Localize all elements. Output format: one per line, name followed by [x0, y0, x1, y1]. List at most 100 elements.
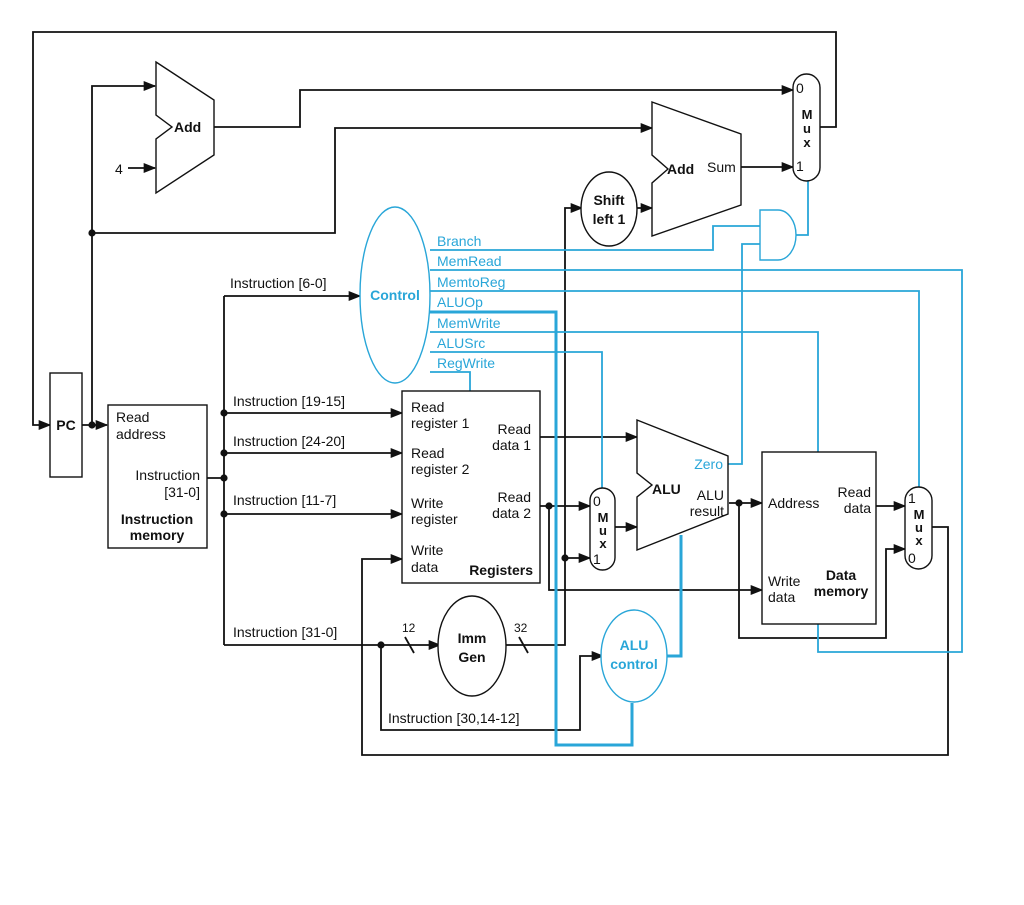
mux-mem-in1: 1	[908, 490, 916, 506]
reg-read-reg1-1: Read	[411, 399, 444, 415]
junctions	[88, 229, 743, 649]
control-label: Control	[370, 287, 420, 303]
junction-alu-result	[735, 499, 743, 507]
junction-read-data-2	[545, 502, 553, 510]
reg-write-data-1: Write	[411, 542, 444, 558]
mux-alu-letter-u: u	[599, 523, 607, 538]
imem-read-address-2: address	[116, 426, 166, 442]
ctl-wire-memtoreg	[430, 290, 920, 487]
alu-control-line2: control	[610, 656, 657, 672]
alu-control-unit: ALU control	[600, 609, 668, 703]
field-rd: Instruction [11-7]	[233, 492, 336, 508]
mux-alu-letter-x: x	[599, 536, 607, 551]
wire-read-data-2-to-dmem	[548, 506, 764, 596]
reg-read-data2-1: Read	[498, 489, 531, 505]
junction-immgen-in	[377, 641, 385, 649]
pc-label: PC	[56, 417, 75, 433]
mux-mem-in0: 0	[908, 550, 916, 566]
reg-read-data1-2: data 1	[492, 437, 531, 453]
alu-label: ALU	[652, 481, 681, 497]
immgen-line1: Imm	[458, 630, 487, 646]
ctl-wire-memread	[430, 269, 963, 653]
control-signal-labels: Branch MemRead MemtoReg ALUOp MemWrite A…	[437, 233, 505, 371]
mux-mem-letter-u: u	[915, 520, 923, 535]
signal-branch: Branch	[437, 233, 481, 249]
mux-top-in1: 1	[796, 158, 804, 174]
signal-aluop: ALUOp	[437, 294, 483, 310]
register-file: Read register 1 Read register 2 Write re…	[401, 390, 541, 584]
field-rs1: Instruction [19-15]	[233, 393, 345, 409]
dmem-address: Address	[768, 495, 819, 511]
mux-alu-letter-m: M	[598, 510, 609, 525]
shift-left-unit: Shift left 1	[580, 171, 638, 247]
signal-regwrite: RegWrite	[437, 355, 495, 371]
signal-alusrc: ALUSrc	[437, 335, 485, 351]
add-pc-label: Add	[174, 119, 201, 135]
ctl-wire-memwrite	[430, 331, 819, 452]
wire-next-pc	[32, 31, 837, 431]
imem-instruction-2: [31-0]	[164, 484, 200, 500]
imem-title-2: memory	[130, 527, 185, 543]
datapath-wires	[32, 31, 949, 756]
mux-top-letter-x: x	[803, 135, 811, 150]
signal-memread: MemRead	[437, 253, 502, 269]
junction-imm-out	[561, 554, 569, 562]
instruction-memory: Read address Instruction [31-0] Instruct…	[107, 404, 208, 549]
mux-top-letter-m: M	[802, 107, 813, 122]
alu-result-1: ALU	[697, 487, 724, 503]
mux-top-in0: 0	[796, 80, 804, 96]
dmem-write-data-1: Write	[768, 573, 801, 589]
junction-bus-instruction	[220, 474, 228, 482]
ctl-wire-regwrite	[430, 371, 471, 392]
control-unit: Control	[359, 206, 431, 384]
dmem-write-data-2: data	[768, 589, 795, 605]
reg-read-data1-1: Read	[498, 421, 531, 437]
add-pc-adder: Add	[155, 60, 215, 195]
mux-alu-in1: 1	[593, 551, 601, 567]
reg-read-reg1-2: register 1	[411, 415, 470, 431]
shift-line1: Shift	[593, 192, 624, 208]
add-branch-sum: Sum	[707, 159, 736, 175]
signal-memwrite: MemWrite	[437, 315, 501, 331]
mux-top-letter-u: u	[803, 121, 811, 136]
ctl-wire-aluop	[430, 310, 634, 747]
immgen-width-in: 12	[402, 621, 416, 635]
bus-width-mark-32	[518, 636, 529, 654]
wire-imm-to-shift	[506, 202, 584, 646]
ctl-wire-alu-control-out	[667, 535, 683, 658]
mux-mem-letter-x: x	[915, 533, 923, 548]
control-wires	[430, 180, 963, 747]
dmem-read-data-2: data	[844, 500, 871, 516]
reg-write-reg-2: register	[411, 511, 458, 527]
junction-pc	[88, 421, 96, 429]
junction-pc-branch	[88, 229, 96, 237]
field-opcode: Instruction [6-0]	[230, 275, 327, 291]
alu-result-2: result	[690, 503, 724, 519]
reg-write-reg-1: Write	[411, 495, 444, 511]
alu-zero: Zero	[694, 456, 723, 472]
ctl-wire-branch	[430, 225, 760, 251]
ctl-wire-zero	[722, 243, 760, 465]
reg-read-data2-2: data 2	[492, 505, 531, 521]
wire-writeback	[361, 526, 949, 756]
shift-line2: left 1	[593, 211, 626, 227]
reg-title: Registers	[469, 562, 533, 578]
wire-pc-to-branch-add	[92, 122, 654, 234]
dmem-title-1: Data	[826, 567, 857, 583]
wire-alu-result-bypass	[738, 503, 907, 639]
pc-register: PC	[49, 372, 83, 478]
immgen-line2: Gen	[458, 649, 485, 665]
wire-pc-to-add	[91, 80, 157, 425]
mux-mem-letter-m: M	[914, 507, 925, 522]
add-branch-adder: Add Sum	[651, 101, 742, 237]
junction-bus-rs2	[220, 449, 228, 457]
data-memory: Address Read data Write data Data memory	[761, 451, 877, 625]
mux-alu-in0: 0	[593, 493, 601, 509]
const-four-label: 4	[115, 161, 123, 177]
ctl-wire-and-to-mux	[796, 180, 809, 236]
field-alu-ctl: Instruction [30,14-12]	[388, 710, 520, 726]
dmem-read-data-1: Read	[838, 484, 871, 500]
junction-bus-rs1	[220, 409, 228, 417]
signal-memtoreg: MemtoReg	[437, 274, 505, 290]
